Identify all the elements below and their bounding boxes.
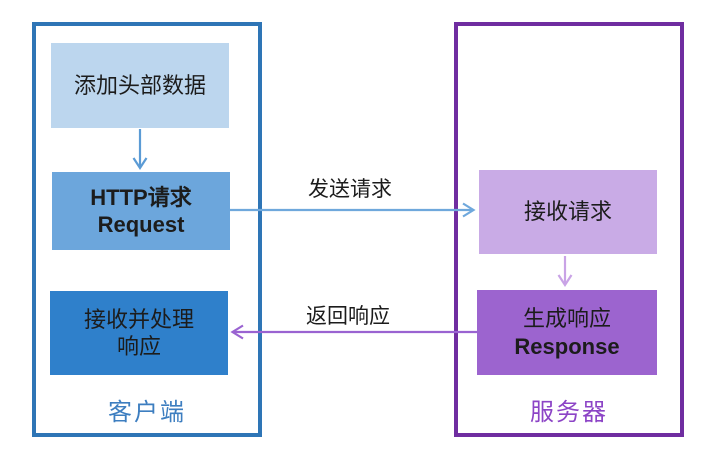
send-request-arrow [230,202,476,218]
client-group-label: 客户端 [108,399,186,426]
server-container: 接收请求 生成响应 Response 服务器 [454,22,684,437]
node-generate-response-line2: Response [514,333,620,359]
node-http-request: HTTP请求 Request [52,172,230,250]
send-request-label: 发送请求 [308,178,392,201]
node-generate-response: 生成响应 Response [477,290,657,375]
node-receive-process-line1: 接收并处理 [83,306,194,332]
node-add-header-label: 添加头部数据 [73,72,206,98]
node-http-request-line2: Request [97,212,185,237]
node-add-header-data: 添加头部数据 [51,43,229,128]
server-group-label: 服务器 [530,399,608,426]
node-receive-request-label: 接收请求 [523,199,612,225]
client-container: 添加头部数据 HTTP请求 Request 接收并处理 响应 客户端 [32,22,262,437]
node-receive-process-line2: 响应 [116,334,161,359]
node-receive-and-process-response: 接收并处理 响应 [50,291,228,375]
return-response-label: 返回响应 [306,305,390,328]
node-receive-request: 接收请求 [479,170,657,254]
node-generate-response-line1: 生成响应 [522,306,611,331]
node-http-request-line1: HTTP请求 [90,184,192,210]
